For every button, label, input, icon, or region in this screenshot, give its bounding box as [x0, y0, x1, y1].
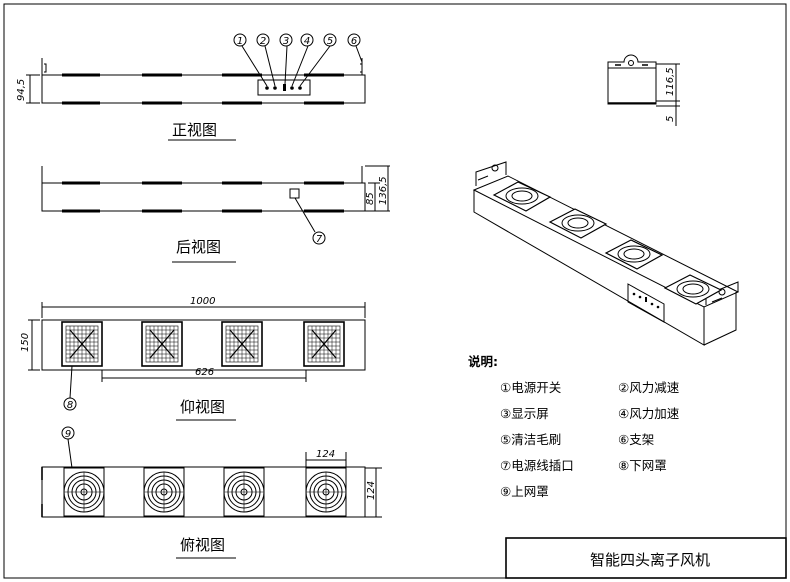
upper-grille: [305, 467, 347, 517]
svg-text:85: 85: [365, 192, 376, 205]
lower-grille: [303, 321, 345, 367]
svg-text:8: 8: [67, 400, 73, 411]
legend: 说明: ①电源开关 ②风力减速 ③显示屏 ④风力加速 ⑤清洁毛刷 ⑥支架 ⑦电源…: [468, 354, 680, 499]
svg-text:4: 4: [304, 36, 310, 47]
legend-item: ⑦电源线插口: [500, 458, 574, 473]
drawing-title: 智能四头离子风机: [590, 551, 710, 569]
upper-grille: [143, 467, 185, 517]
svg-text:9: 9: [65, 429, 71, 440]
svg-text:124: 124: [316, 449, 335, 460]
svg-text:626: 626: [195, 367, 214, 378]
svg-text:6: 6: [351, 36, 357, 47]
title-block: 智能四头离子风机: [505, 537, 787, 579]
svg-text:俯视图: 俯视图: [180, 536, 225, 554]
legend-item: ①电源开关: [500, 380, 561, 395]
balloons: 1 2 3 4 5 6: [233, 33, 363, 87]
isometric-view: [472, 161, 740, 346]
svg-text:5: 5: [665, 116, 676, 122]
legend-item: ⑤清洁毛刷: [500, 432, 561, 447]
svg-text:150: 150: [20, 333, 31, 352]
svg-text:124: 124: [366, 481, 377, 500]
upper-grille: [63, 467, 105, 517]
legend-item: ⑥支架: [618, 432, 654, 447]
svg-text:116,5: 116,5: [665, 67, 676, 96]
legend-item: ⑨上网罩: [500, 484, 549, 499]
legend-title: 说明:: [468, 354, 498, 369]
lower-grille: [141, 321, 183, 367]
svg-text:2: 2: [260, 36, 266, 47]
upper-grille: [223, 467, 265, 517]
legend-item: ⑧下网罩: [618, 458, 667, 473]
lower-grille: [221, 321, 263, 367]
svg-text:1000: 1000: [190, 296, 215, 307]
legend-item: ④风力加速: [618, 406, 680, 421]
front-view: 94,5 1 2 3 4 5 6 正视图: [16, 33, 366, 141]
svg-text:1: 1: [237, 36, 243, 47]
svg-text:7: 7: [316, 234, 323, 245]
control-panel: [257, 79, 311, 96]
lower-grille: [61, 321, 103, 367]
svg-text:5: 5: [327, 36, 333, 47]
bottom-view: 1000 150 626 8 仰视图: [20, 296, 366, 421]
rear-view: 7 85 136,5 后视图: [41, 165, 390, 263]
drawing-border: [3, 3, 787, 579]
view-label: 正视图: [172, 121, 217, 139]
svg-text:136,5: 136,5: [378, 176, 389, 205]
svg-text:仰视图: 仰视图: [180, 398, 225, 416]
power-socket: [289, 188, 300, 199]
svg-text:后视图: 后视图: [176, 238, 221, 256]
side-view: 116,5 5: [607, 54, 680, 126]
dim-height: 94,5: [16, 79, 27, 101]
top-view: 124 124 9 俯视图: [41, 426, 382, 559]
svg-text:3: 3: [283, 36, 289, 47]
legend-item: ②风力减速: [618, 380, 680, 395]
legend-item: ③显示屏: [500, 406, 549, 421]
